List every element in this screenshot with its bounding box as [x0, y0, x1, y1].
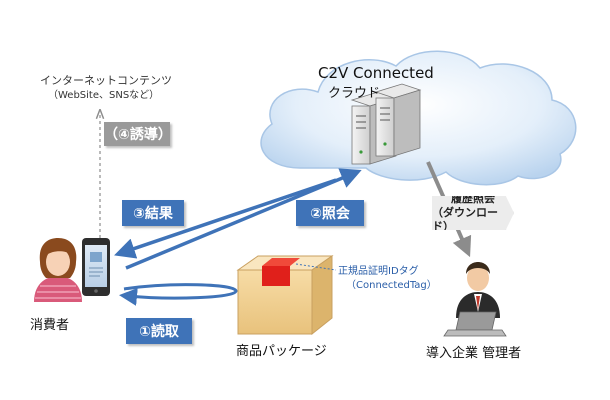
consumer-avatar [34, 238, 82, 302]
tag-leader-line [295, 263, 337, 271]
consumer-label: 消費者 [30, 318, 70, 333]
read-loop-arrow [119, 283, 238, 306]
internet-content-subtitle: （WebSite、SNSなど） [48, 90, 160, 101]
step-inquiry-badge: ②照会 [296, 200, 364, 226]
step-result-badge: ③結果 [122, 200, 184, 226]
smartphone-icon [82, 238, 110, 296]
cloud-title: C2V Connected [318, 64, 434, 82]
history-line-2: （ダウンロード） [432, 206, 498, 233]
result-arrow [114, 178, 337, 259]
internet-content-title: インターネットコンテンツ [40, 74, 172, 87]
laptop-icon [443, 311, 507, 337]
history-line-1: 履歴照会 [451, 192, 495, 205]
server-icon-secondary [374, 83, 422, 157]
package-label: 商品パッケージ [236, 344, 327, 359]
step-read-badge: ①読取 [126, 318, 192, 344]
connected-tag-icon [262, 258, 300, 286]
history-inquiry-label: 履歴照会 （ダウンロード） [432, 196, 514, 230]
tag-label-line-1: 正規品証明IDタグ [338, 266, 419, 277]
cloud-subtitle: クラウド [328, 86, 381, 101]
admin-label: 導入企業 管理者 [426, 346, 522, 361]
tag-label-line-2: （ConnectedTag） [346, 280, 437, 291]
inquiry-arrow [125, 168, 362, 270]
step-guide-badge: （④誘導） [104, 122, 172, 146]
admin-avatar [456, 262, 500, 318]
